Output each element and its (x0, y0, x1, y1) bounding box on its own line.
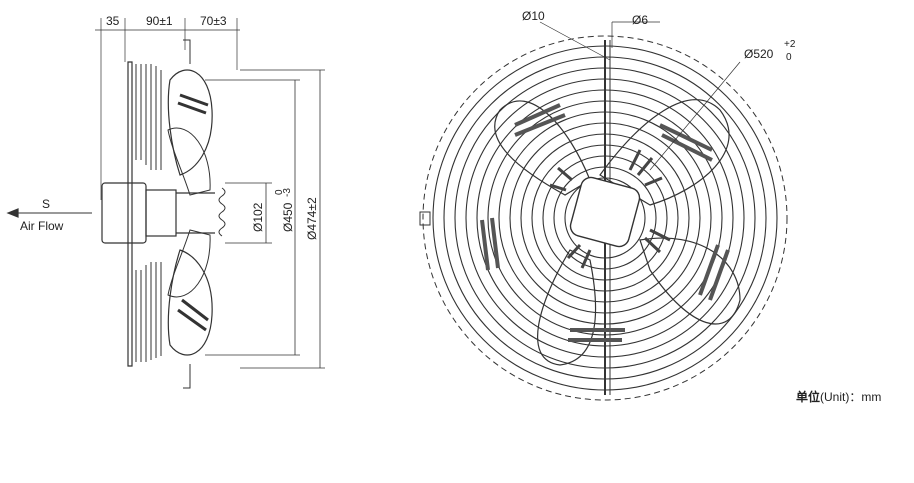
dim-70-label: 70±3 (200, 14, 227, 28)
unit-note: 单位(Unit)：mm (796, 388, 881, 405)
dim-450-tol2: -3 (282, 188, 293, 197)
dim-520-tol-dn: 0 (786, 52, 792, 63)
blade-bottom (167, 249, 213, 356)
dim-10-label: Ø10 (522, 9, 545, 23)
blade-top (167, 69, 213, 176)
dim-520-label: Ø520 (744, 47, 774, 61)
front-view (419, 21, 788, 401)
flow-label: Air Flow (20, 219, 64, 233)
guard-frame (127, 61, 133, 367)
blade-2 (639, 237, 741, 325)
unit-prefix: 单位 (796, 390, 821, 404)
side-view (6, 18, 325, 389)
outline-circle (422, 35, 788, 401)
motor-body (101, 182, 147, 244)
blade-3 (537, 249, 597, 366)
dim-6-label: Ø6 (632, 13, 648, 27)
dim-90-label: 90±1 (146, 14, 173, 28)
dim-102-label: Ø102 (251, 202, 265, 232)
dim-450-label: Ø450 (281, 202, 295, 232)
motor-hub (145, 189, 177, 237)
blade-1 (599, 99, 730, 206)
blade-4 (494, 100, 591, 196)
dim-450-tol: 0 (274, 189, 285, 195)
unit-rest: (Unit)：mm (820, 390, 882, 404)
dim-474-label: Ø474±2 (305, 197, 319, 240)
hub (569, 176, 641, 248)
flow-letter: S (42, 197, 50, 211)
dim-520-tol-up: +2 (784, 39, 796, 50)
dim-35-label: 35 (106, 14, 120, 28)
